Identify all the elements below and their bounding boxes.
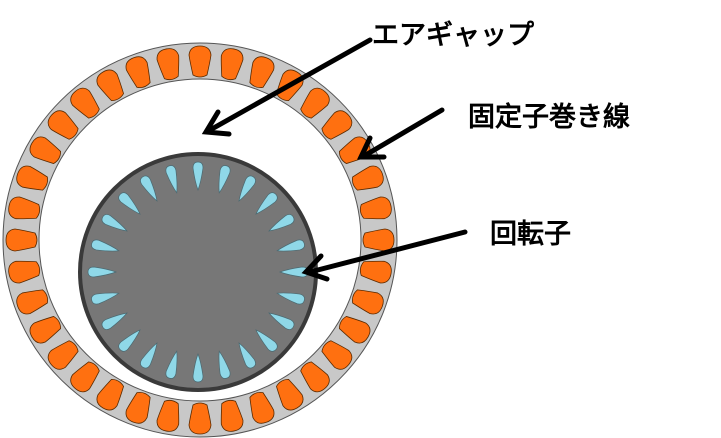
air-gap-label: エアギャップ bbox=[372, 20, 535, 51]
stator-winding-slot bbox=[29, 136, 62, 164]
stator-winding-label: 固定子巻き線 bbox=[468, 101, 630, 133]
rotor-bar bbox=[87, 266, 117, 278]
rotor-bar bbox=[140, 175, 158, 202]
stator-winding-slot bbox=[220, 399, 244, 432]
stator-winding-slot bbox=[8, 260, 41, 284]
stator-winding-slot bbox=[70, 361, 100, 393]
rotor-bars bbox=[87, 161, 309, 383]
stator-winding-slot bbox=[300, 361, 330, 393]
stator-winding-slot bbox=[300, 87, 330, 119]
stator-winding-slot bbox=[47, 110, 79, 140]
stator-winding-arrow bbox=[357, 107, 445, 160]
rotor-bar bbox=[268, 312, 295, 330]
rotor-bar bbox=[118, 192, 141, 215]
stator-winding-slot bbox=[321, 340, 353, 370]
rotor-bar bbox=[218, 350, 231, 379]
stator-winding-slot bbox=[249, 392, 275, 424]
stator-winding-slot bbox=[359, 260, 392, 284]
air-gap-arrow bbox=[201, 37, 373, 137]
rotor-label: 回転子 bbox=[490, 219, 571, 250]
rotor-bar bbox=[140, 342, 158, 369]
rotor-bar bbox=[238, 342, 256, 369]
rotor-bar bbox=[165, 165, 178, 194]
stator-winding-slot bbox=[249, 56, 275, 88]
rotor-bar bbox=[238, 175, 256, 202]
stator-winding-slot bbox=[125, 56, 151, 88]
stator-winding-slot bbox=[96, 378, 124, 411]
rotor-bar bbox=[192, 161, 204, 191]
stator-winding-slot bbox=[125, 392, 151, 424]
stator-winding-slot bbox=[70, 87, 100, 119]
stator-winding-slot bbox=[220, 48, 244, 81]
rotor-bar bbox=[276, 292, 305, 305]
rotor-bar bbox=[268, 214, 295, 232]
stator-winding-slot bbox=[352, 289, 384, 315]
stator-winding-slot bbox=[29, 316, 62, 344]
stator-winding-slot bbox=[359, 196, 392, 220]
stator-winding-slot bbox=[16, 289, 48, 315]
rotor-arrow bbox=[301, 229, 468, 282]
stator-winding-slot bbox=[352, 165, 384, 191]
stator-winding-slot bbox=[96, 69, 124, 102]
rotor bbox=[78, 152, 318, 392]
stator-winding-slot bbox=[8, 196, 41, 220]
rotor-bar bbox=[91, 239, 120, 252]
rotor-bar bbox=[255, 192, 278, 215]
rotor-bar bbox=[101, 214, 128, 232]
stator-winding-slot bbox=[156, 48, 180, 81]
stator-winding-slot bbox=[16, 165, 48, 191]
rotor-bar bbox=[118, 329, 141, 352]
stator-winding-slot bbox=[362, 228, 395, 252]
stator-winding-slot bbox=[321, 110, 353, 140]
stator-winding-slot bbox=[5, 228, 38, 252]
rotor-bar bbox=[255, 329, 278, 352]
stator-winding-slot bbox=[338, 316, 371, 344]
rotor-bar bbox=[91, 292, 120, 305]
rotor-bar bbox=[101, 312, 128, 330]
rotor-bar bbox=[276, 239, 305, 252]
rotor-bar bbox=[192, 353, 204, 383]
rotor-bar bbox=[165, 350, 178, 379]
stator-winding-slot bbox=[276, 378, 304, 411]
stator-winding-slot bbox=[47, 340, 79, 370]
stator-winding-slot bbox=[188, 402, 212, 435]
rotor-bar bbox=[218, 165, 231, 194]
stator-winding-slot bbox=[156, 399, 180, 432]
stator-winding-slot bbox=[188, 45, 212, 78]
arrows bbox=[201, 37, 468, 282]
